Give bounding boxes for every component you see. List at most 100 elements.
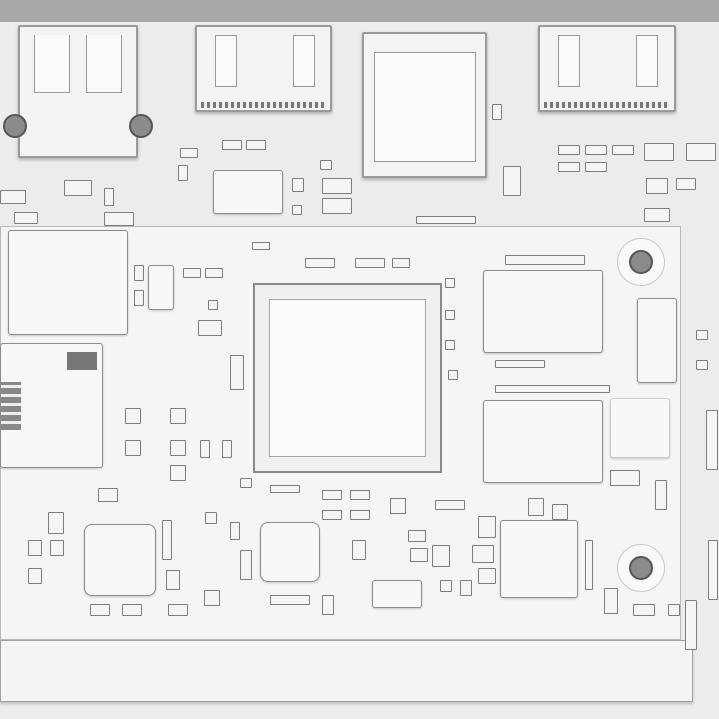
smd-component — [612, 145, 634, 155]
shield-can — [8, 230, 128, 335]
hdmi-port — [195, 25, 332, 112]
smd-component — [122, 604, 142, 616]
smd-component — [505, 255, 585, 265]
usb-tab — [129, 114, 153, 138]
inductor — [148, 265, 174, 310]
smd-component — [585, 145, 607, 155]
smd-component — [322, 490, 342, 500]
smd-component — [585, 540, 593, 590]
smd-component — [222, 140, 242, 150]
smd-component — [472, 545, 494, 563]
sd-card-cavity — [374, 52, 476, 162]
smd-component — [445, 278, 455, 288]
smd-component — [230, 355, 244, 390]
smd-component — [208, 300, 218, 310]
smd-component — [230, 522, 240, 540]
smd-component — [495, 360, 545, 368]
smd-component — [706, 410, 718, 470]
hdmi-pins — [544, 102, 669, 108]
smd-component — [655, 480, 667, 510]
smd-component — [686, 143, 716, 161]
sd-card-slot — [362, 32, 487, 178]
smd-component — [350, 490, 370, 500]
pad-area — [610, 398, 670, 458]
usb-slot — [86, 35, 122, 93]
smd-component — [246, 140, 266, 150]
smd-component — [448, 370, 458, 380]
smd-component — [64, 180, 92, 196]
smd-component — [222, 440, 232, 458]
smd-component — [134, 290, 144, 306]
wifi-module — [0, 343, 103, 468]
usb-port — [18, 25, 138, 158]
smd-component — [205, 512, 217, 524]
smd-component — [350, 510, 370, 520]
smd-component — [90, 604, 110, 616]
smd-component — [104, 212, 134, 226]
smd-component — [270, 595, 310, 605]
smd-component — [644, 143, 674, 161]
hdmi-latch — [636, 35, 658, 87]
top-edge-bar — [0, 0, 719, 22]
smd-component — [292, 205, 302, 215]
smd-component — [392, 258, 410, 268]
smd-component — [170, 408, 186, 424]
smd-component — [416, 216, 476, 224]
smd-component — [528, 498, 544, 516]
usb-slot — [34, 35, 70, 93]
smd-component — [204, 590, 220, 606]
smd-component — [322, 510, 342, 520]
smd-component — [610, 470, 640, 486]
smd-component — [696, 360, 708, 370]
smd-component — [48, 512, 64, 534]
smd-component — [410, 548, 428, 562]
smd-component — [558, 162, 580, 172]
smd-component — [322, 198, 352, 214]
hdmi-latch — [215, 35, 237, 87]
smd-component — [162, 520, 172, 560]
smd-component — [322, 595, 334, 615]
smd-component — [50, 540, 64, 556]
hdmi-latch — [293, 35, 315, 87]
smd-component — [0, 190, 26, 204]
smd-component — [432, 545, 450, 567]
smd-component — [355, 258, 385, 268]
usb-tab — [3, 114, 27, 138]
soc-die — [269, 299, 426, 457]
hdmi-port — [538, 25, 676, 112]
smd-component — [166, 570, 180, 590]
smd-component — [604, 588, 618, 614]
smd-component — [668, 604, 680, 616]
smd-component — [585, 162, 607, 172]
smd-component — [198, 320, 222, 336]
fpc-connector — [637, 298, 677, 383]
smd-component — [183, 268, 201, 278]
smd-component — [98, 488, 118, 502]
smd-component — [390, 498, 406, 514]
smd-component — [503, 166, 521, 196]
smd-component — [168, 604, 188, 616]
smd-component — [478, 568, 496, 584]
smd-component — [125, 408, 141, 424]
smd-component — [28, 540, 42, 556]
qfn-chip — [84, 524, 156, 596]
smd-component — [170, 465, 186, 481]
smd-component — [292, 178, 304, 192]
hdmi-pins — [201, 102, 326, 108]
smd-component — [440, 580, 452, 592]
smd-component — [478, 516, 496, 538]
smd-component — [205, 268, 223, 278]
smd-component — [633, 604, 655, 616]
smd-component — [104, 188, 114, 206]
smd-component — [252, 242, 270, 250]
smd-component — [178, 165, 188, 181]
smd-component — [240, 550, 252, 580]
smd-component — [200, 440, 210, 458]
pmic-chip — [500, 520, 578, 598]
smd-component — [552, 504, 568, 520]
smd-component — [460, 580, 472, 596]
smd-component — [180, 148, 198, 158]
smd-component — [240, 478, 252, 488]
smd-component — [408, 530, 426, 542]
smd-component — [696, 330, 708, 340]
